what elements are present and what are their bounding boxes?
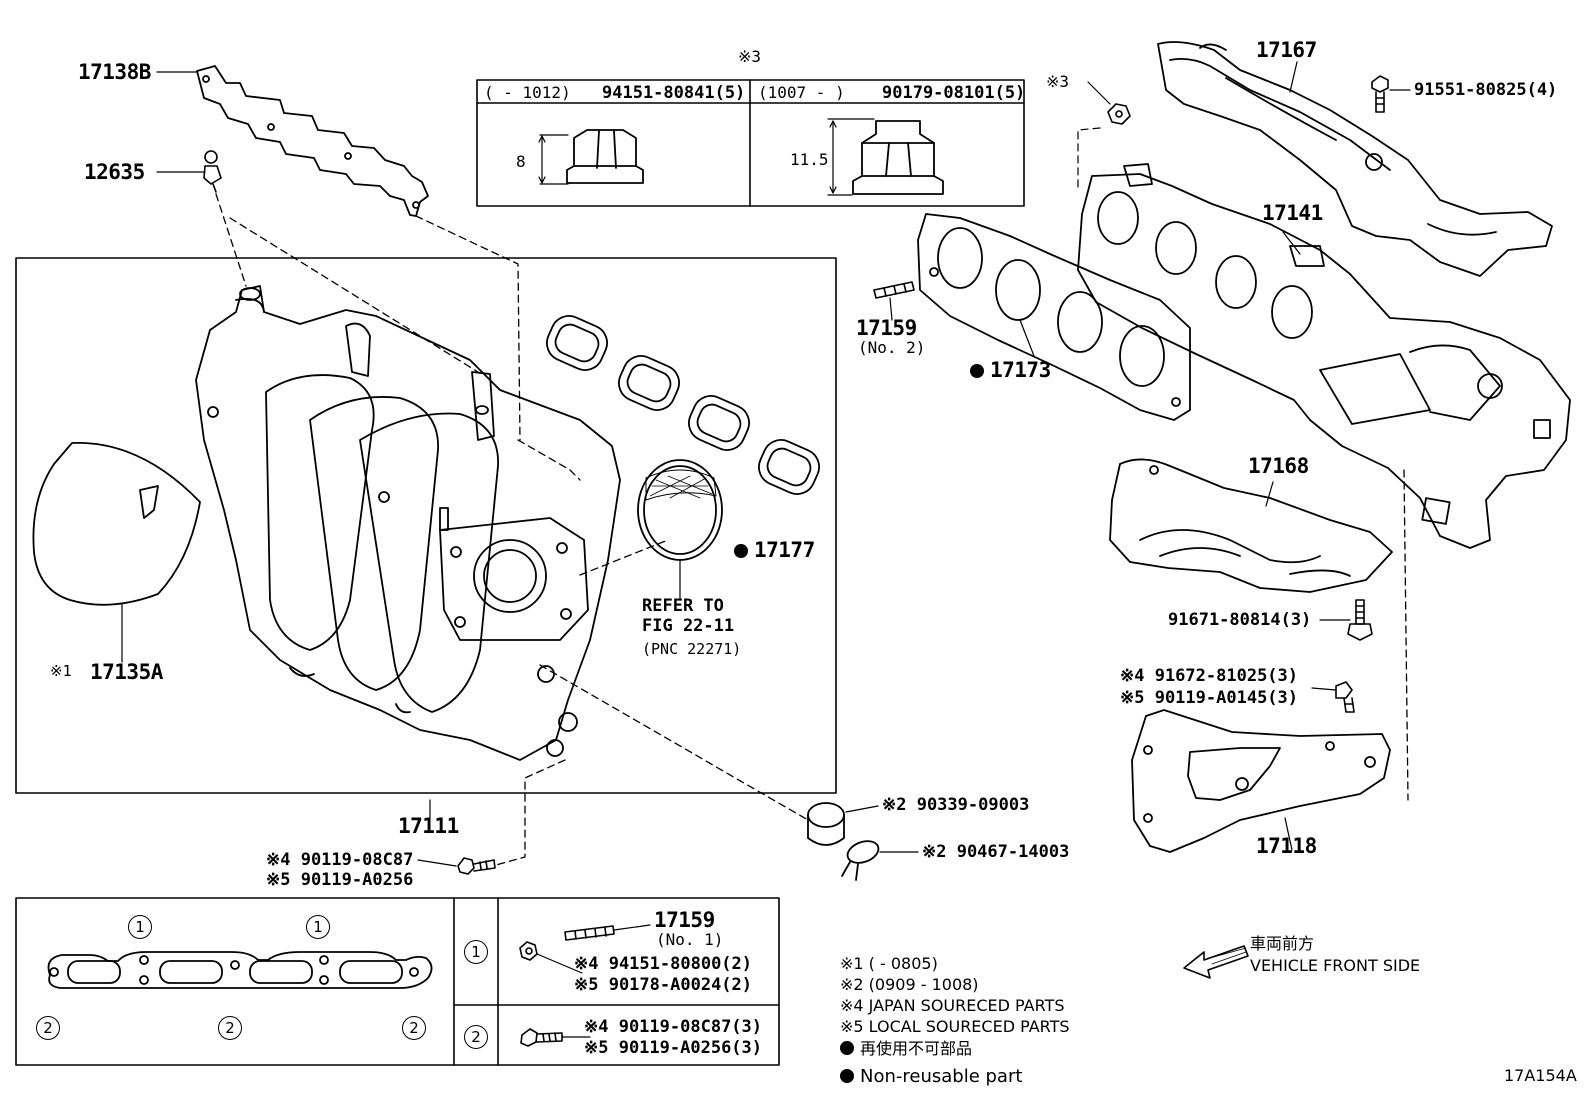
bolt-91671 <box>1319 599 1373 641</box>
nut-mark3 <box>1077 81 1131 191</box>
row1-part-b: ※5 90178-A0024(2) <box>574 975 753 995</box>
label-91551: 91551-80825(4) <box>1414 80 1558 100</box>
intake-manifold-17111 <box>195 285 621 761</box>
front-arrow <box>1183 945 1249 979</box>
note-non-reusable: Non-reusable part <box>840 1068 1022 1086</box>
label-90119-a0145: ※5 90119-A0145(3) <box>1120 688 1299 708</box>
row1-part-a: ※4 94151-80800(2) <box>574 954 753 974</box>
throttle-gasket-ring <box>637 459 723 599</box>
label-refer-to: REFER TO <box>642 596 724 616</box>
label-17141: 17141 <box>1262 201 1323 225</box>
note-4: ※4 JAPAN SOUREСED PARTS <box>840 996 1065 1015</box>
label-90119-08c87: ※4 90119-08C87 <box>266 850 414 870</box>
label-90339: ※2 90339-09003 <box>882 795 1030 815</box>
nut-right-drawing <box>827 118 944 196</box>
row1-part-17159-no: (No. 1) <box>656 930 724 949</box>
gasket-table-frame <box>15 897 780 1066</box>
bolt-12635 <box>156 150 222 193</box>
bolt-91672 <box>1311 681 1355 713</box>
note-non-reusable-jp: 再使用不可部品 <box>840 1041 972 1057</box>
bolt-91551 <box>1371 75 1411 113</box>
row2-part-b: ※5 90119-A0256(3) <box>584 1038 763 1058</box>
label-mark3-nut: ※3 <box>1046 72 1070 91</box>
stay-17118 <box>1131 709 1391 853</box>
note-2: ※2 (0909 - 1008) <box>840 975 979 994</box>
nut-right-dim: 11.5 <box>790 150 829 169</box>
note-5: ※5 LOCAL SOURECED PARTS <box>840 1017 1070 1036</box>
label-17135A: 17135A <box>90 660 163 684</box>
label-17173: 17173 <box>970 360 1051 381</box>
label-17168: 17168 <box>1248 454 1309 478</box>
bolt-90119-08c87 <box>417 799 496 875</box>
gasket-callout-1b: 1 <box>306 915 330 939</box>
bushing-90339 <box>807 802 879 846</box>
gasket-17173 <box>917 213 1191 421</box>
nut-left-range: ( - 1012) <box>484 83 571 102</box>
clamp-90467 <box>841 840 919 881</box>
label-17167: 17167 <box>1256 38 1317 62</box>
label-refer-fig: FIG 22-11 <box>642 616 735 636</box>
row1-callout: 1 <box>464 940 488 964</box>
nut-table-frame <box>476 79 1025 207</box>
note-1: ※1 ( - 0805) <box>840 954 938 973</box>
nut-left-dim: 8 <box>516 152 526 171</box>
nut-right-part: 90179-08101(5) <box>882 83 1026 103</box>
table-stud-nut-icons <box>519 924 651 1047</box>
dashed-leaders-intake <box>215 193 809 866</box>
gasket-17177 <box>546 315 820 495</box>
front-label-jp: 車両前方 <box>1250 934 1315 953</box>
row1-part-17159: 17159 <box>654 908 715 932</box>
diagram-id: 17A154A <box>1504 1066 1577 1085</box>
bracket-17138B <box>156 65 429 217</box>
label-91672: ※4 91672-81025(3) <box>1120 666 1299 686</box>
label-17159-no2-sub: (No. 2) <box>858 338 926 357</box>
heat-insulator-17168 <box>1109 458 1393 593</box>
nut-left-drawing <box>538 129 644 185</box>
label-17111: 17111 <box>398 814 459 838</box>
gasket-callout-2c: 2 <box>402 1016 426 1040</box>
label-90119-a0256: ※5 90119-A0256 <box>266 870 414 890</box>
intake-manifold-frame <box>15 257 837 794</box>
gasket-callout-2a: 2 <box>36 1016 60 1040</box>
label-12635: 12635 <box>84 160 145 184</box>
front-label-en: VEHICLE FRONT SIDE <box>1250 956 1421 975</box>
label-17118: 17118 <box>1256 834 1317 858</box>
label-mark1: ※1 <box>50 662 72 680</box>
gasket-callout-1a: 1 <box>128 915 152 939</box>
label-91671: 91671-80814(3) <box>1168 610 1312 630</box>
label-17138B: 17138B <box>78 60 151 84</box>
stud-17159-no2 <box>873 281 915 321</box>
gasket-callout-2b: 2 <box>218 1016 242 1040</box>
exhaust-manifold-17141 <box>1077 163 1571 801</box>
label-refer-pnc: (PNC 22271) <box>642 640 742 658</box>
label-17159-no2: 17159 <box>856 316 917 340</box>
nut-right-range: (1007 - ) <box>758 83 845 102</box>
label-17177: 17177 <box>734 540 815 561</box>
gasket-outline-drawing <box>47 951 433 989</box>
nut-left-part: 94151-80841(5) <box>602 83 746 103</box>
row2-callout: 2 <box>464 1025 488 1049</box>
label-mark3-top: ※3 <box>738 47 762 66</box>
row2-part-a: ※4 90119-08C87(3) <box>584 1017 763 1037</box>
cover-17135A <box>32 442 201 663</box>
label-90467: ※2 90467-14003 <box>922 842 1070 862</box>
heat-insulator-17167 <box>1157 41 1553 277</box>
